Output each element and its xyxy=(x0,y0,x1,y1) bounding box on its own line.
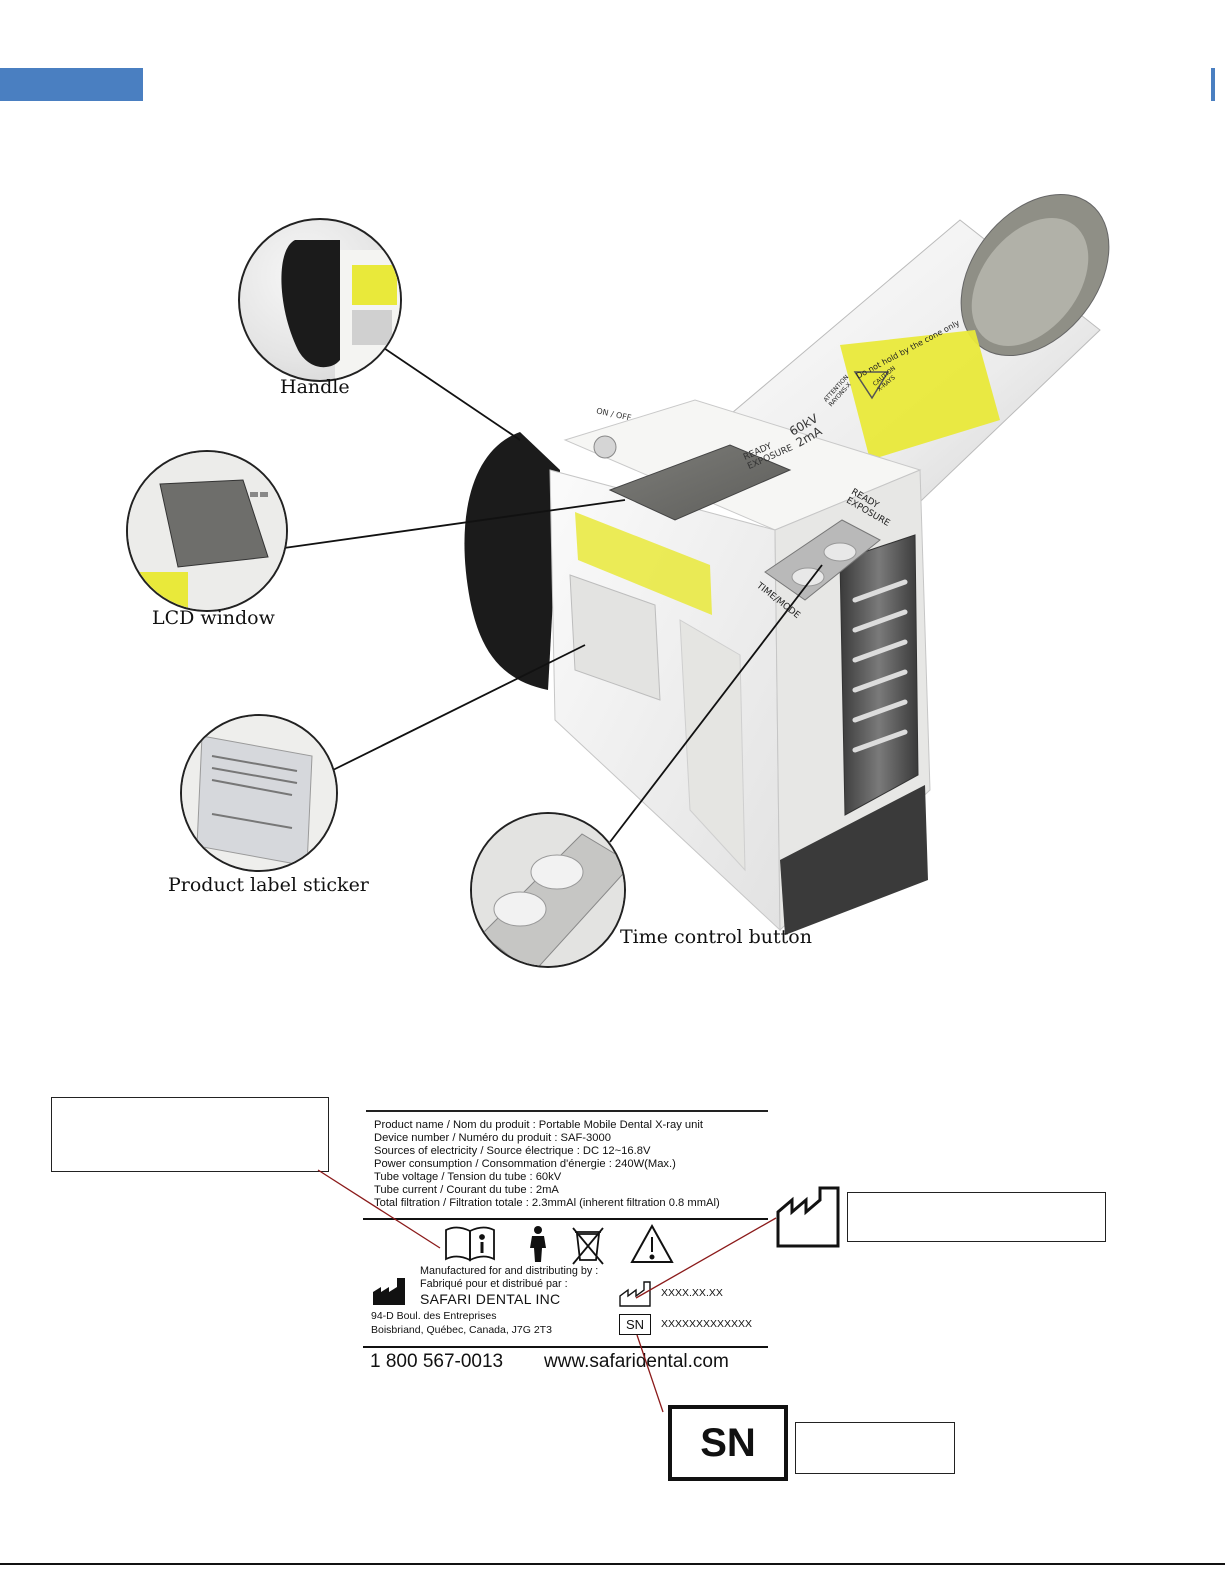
header-right-mark xyxy=(1211,68,1215,101)
serial-number-value: XXXXXXXXXXXXX xyxy=(661,1318,753,1330)
product-label-sticker-label: Product label sticker xyxy=(168,874,369,896)
header-accent-bar xyxy=(0,68,143,101)
type-b-applied-part-icon xyxy=(530,1226,546,1262)
device-body xyxy=(549,399,931,935)
lcd-window-label: LCD window xyxy=(152,607,275,629)
label-mid-rule xyxy=(363,1218,768,1220)
sn-symbol-large: SN xyxy=(668,1405,788,1481)
page-footer-rule xyxy=(0,1563,1225,1565)
website-url: www.safaridental.com xyxy=(544,1351,729,1372)
company-address-1: 94-D Boul. des Entreprises xyxy=(371,1310,497,1322)
spec-device-number: Device number / Numéro du produit : SAF-… xyxy=(374,1132,611,1144)
spec-electricity: Sources of electricity / Source électriq… xyxy=(374,1145,651,1157)
zoom-circle-button xyxy=(470,812,626,968)
consult-manual-icon xyxy=(445,1226,495,1262)
manufacture-date-value: XXXX.XX.XX xyxy=(661,1287,723,1299)
weee-crossed-bin-icon xyxy=(572,1227,604,1265)
spec-tube-voltage: Tube voltage / Tension du tube : 60kV xyxy=(374,1171,562,1183)
label-bottom-rule xyxy=(363,1346,768,1348)
mfr-intro-fr: Fabriqué pour et distribué par : xyxy=(420,1278,568,1290)
sn-symbol-small: SN xyxy=(619,1314,651,1335)
spec-tube-current: Tube current / Courant du tube : 2mA xyxy=(374,1184,559,1196)
annotation-box-manufacture-date xyxy=(847,1192,1106,1242)
label-symbols-row xyxy=(445,1223,674,1265)
mfr-intro-en: Manufactured for and distributing by : xyxy=(420,1265,599,1277)
handle-label: Handle xyxy=(280,376,350,398)
device-illustration xyxy=(283,193,1110,935)
zoom-circle-sticker xyxy=(180,714,338,872)
manufacturer-factory-icon xyxy=(373,1278,405,1305)
warning-triangle-icon xyxy=(630,1223,674,1263)
manufacture-date-large-icon xyxy=(776,1186,840,1248)
spec-power: Power consumption / Consommation d'énerg… xyxy=(374,1158,676,1170)
spec-product-name: Product name / Nom du produit : Portable… xyxy=(374,1119,703,1131)
company-name: SAFARI DENTAL INC xyxy=(420,1291,561,1307)
label-top-rule xyxy=(366,1110,768,1112)
handle-strap xyxy=(464,432,560,690)
zoom-circle-lcd xyxy=(126,450,288,612)
company-address-2: Boisbriand, Québec, Canada, J7G 2T3 xyxy=(371,1324,552,1336)
phone-number: 1 800 567-0013 xyxy=(370,1351,504,1372)
spec-filtration: Total filtration / Filtration totale : 2… xyxy=(374,1197,720,1209)
annotation-box-symbols xyxy=(51,1097,329,1172)
time-control-button-label: Time control button xyxy=(620,926,812,948)
label-connector-lines xyxy=(317,1169,777,1413)
zoom-circle-handle xyxy=(238,218,402,382)
annotation-box-serial-number xyxy=(795,1422,955,1474)
